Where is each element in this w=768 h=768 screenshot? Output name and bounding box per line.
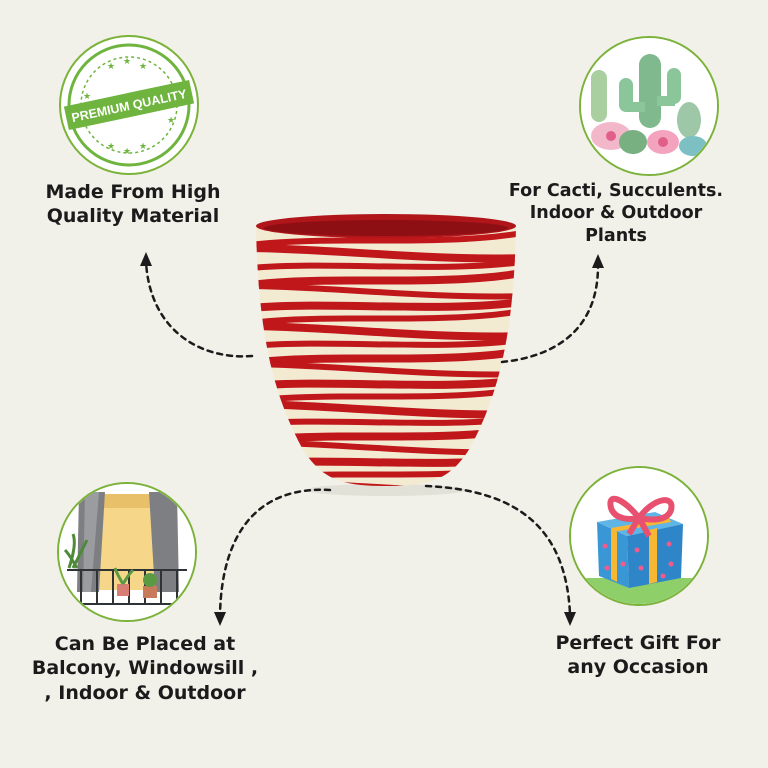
gift-box-icon (571, 468, 707, 604)
svg-text:★: ★ (123, 147, 131, 157)
balcony-window-icon (59, 484, 195, 620)
gift-caption-line-2: any Occasion (567, 656, 709, 679)
cactus-succulent-icon (581, 38, 717, 174)
pot-stripe (256, 425, 516, 445)
plants-caption: For Cacti, Succulents. Indoor & Outdoor … (497, 180, 735, 247)
pot-stripe (256, 269, 516, 289)
plants-caption-line-1: For Cacti, Succulents. (508, 181, 724, 201)
balcony-circle (57, 482, 197, 622)
pot-stripe (256, 386, 516, 404)
pot-stripe (256, 308, 516, 326)
arrowhead-placement (214, 612, 226, 626)
plants-caption-line-2: Indoor & Outdoor (529, 203, 703, 224)
arrowhead-quality (140, 252, 152, 266)
plants-caption-line-3: Plants (585, 225, 647, 246)
placement-caption-line-1: Can Be Placed at (54, 633, 236, 655)
pot-stripe (256, 478, 516, 486)
premium-quality-circle: ★★★ ★★★ ★★ ★★ PREMIUM QUALITY (59, 35, 199, 175)
pot-stripe (256, 244, 516, 263)
svg-text:★: ★ (83, 92, 91, 102)
quality-caption-line-1: Made From High (45, 181, 221, 203)
arrowhead-gift (564, 612, 576, 626)
pot-stripe (256, 259, 516, 271)
arrowhead-plants (592, 254, 604, 268)
svg-text:★: ★ (107, 142, 115, 152)
pot-stripe (256, 464, 516, 482)
placement-caption-line-3: , Indoor & Outdoor (44, 681, 246, 704)
premium-quality-badge-icon: ★★★ ★★★ ★★ ★★ PREMIUM QUALITY (63, 43, 195, 167)
svg-text:★: ★ (107, 62, 115, 72)
arrow-to-gift (424, 484, 572, 616)
arrow-to-placement (218, 488, 332, 616)
pot-stripe (256, 298, 516, 312)
pot-stripe (256, 439, 516, 456)
plants-circle (579, 36, 719, 176)
svg-text:★: ★ (123, 57, 131, 67)
pot-stripe (256, 415, 516, 427)
pot-stripe (256, 347, 516, 367)
gift-caption: Perfect Gift For any Occasion (528, 631, 748, 680)
pot-stripe (256, 376, 516, 390)
arrow-to-quality (144, 260, 254, 358)
quality-caption: Made From High Quality Material (22, 180, 244, 229)
pot-stripe (256, 230, 516, 248)
pot-stripe (256, 454, 516, 468)
pot-stripe (256, 337, 516, 349)
placement-caption: Can Be Placed at Balcony, Windowsill , ,… (14, 632, 276, 705)
pot-stripe (256, 283, 516, 300)
pot-stripe (256, 322, 516, 341)
placement-caption-line-2: Balcony, Windowsill , (31, 657, 259, 680)
quality-caption-line-2: Quality Material (46, 205, 220, 228)
pot-stripe (256, 361, 516, 378)
gift-circle (569, 466, 709, 606)
svg-text:★: ★ (167, 116, 175, 126)
svg-text:★: ★ (139, 62, 147, 72)
arrow-to-plants (500, 264, 600, 364)
gift-caption-line-1: Perfect Gift For (555, 632, 721, 654)
svg-text:★: ★ (139, 142, 147, 152)
pot-stripe (256, 400, 516, 419)
